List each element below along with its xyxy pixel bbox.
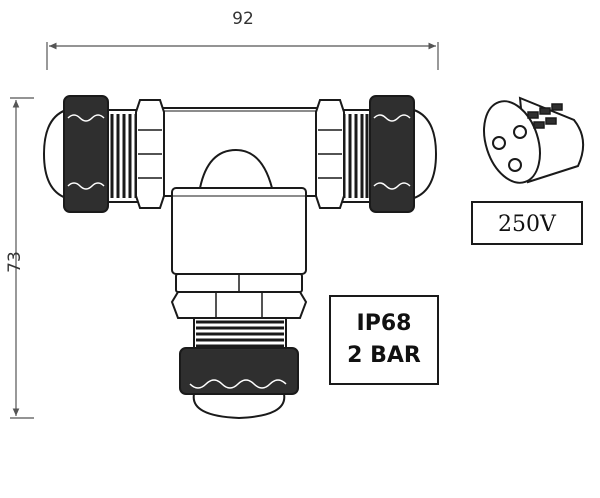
bottom-cap <box>192 393 286 420</box>
right-cable-gland <box>315 95 438 213</box>
height-dimension-label: 73 <box>5 251 25 273</box>
voltage-label-box: 250V <box>471 201 583 245</box>
ip-rating-box: IP68 2 BAR <box>329 295 439 385</box>
ip-rating-line1: IP68 <box>357 311 412 336</box>
height-dimension: 73 <box>5 97 34 419</box>
voltage-label: 250V <box>498 212 557 237</box>
lower-body <box>171 187 307 275</box>
ip-rating-line2: 2 BAR <box>347 343 421 368</box>
width-dimension-label: 92 <box>232 9 254 29</box>
width-dimension: 92 <box>46 9 439 70</box>
center-dome <box>198 148 274 189</box>
t-connector <box>42 95 438 420</box>
terminal-insert-icon <box>483 96 585 184</box>
bottom-seal-nut <box>179 347 299 395</box>
left-cable-gland <box>42 95 165 213</box>
